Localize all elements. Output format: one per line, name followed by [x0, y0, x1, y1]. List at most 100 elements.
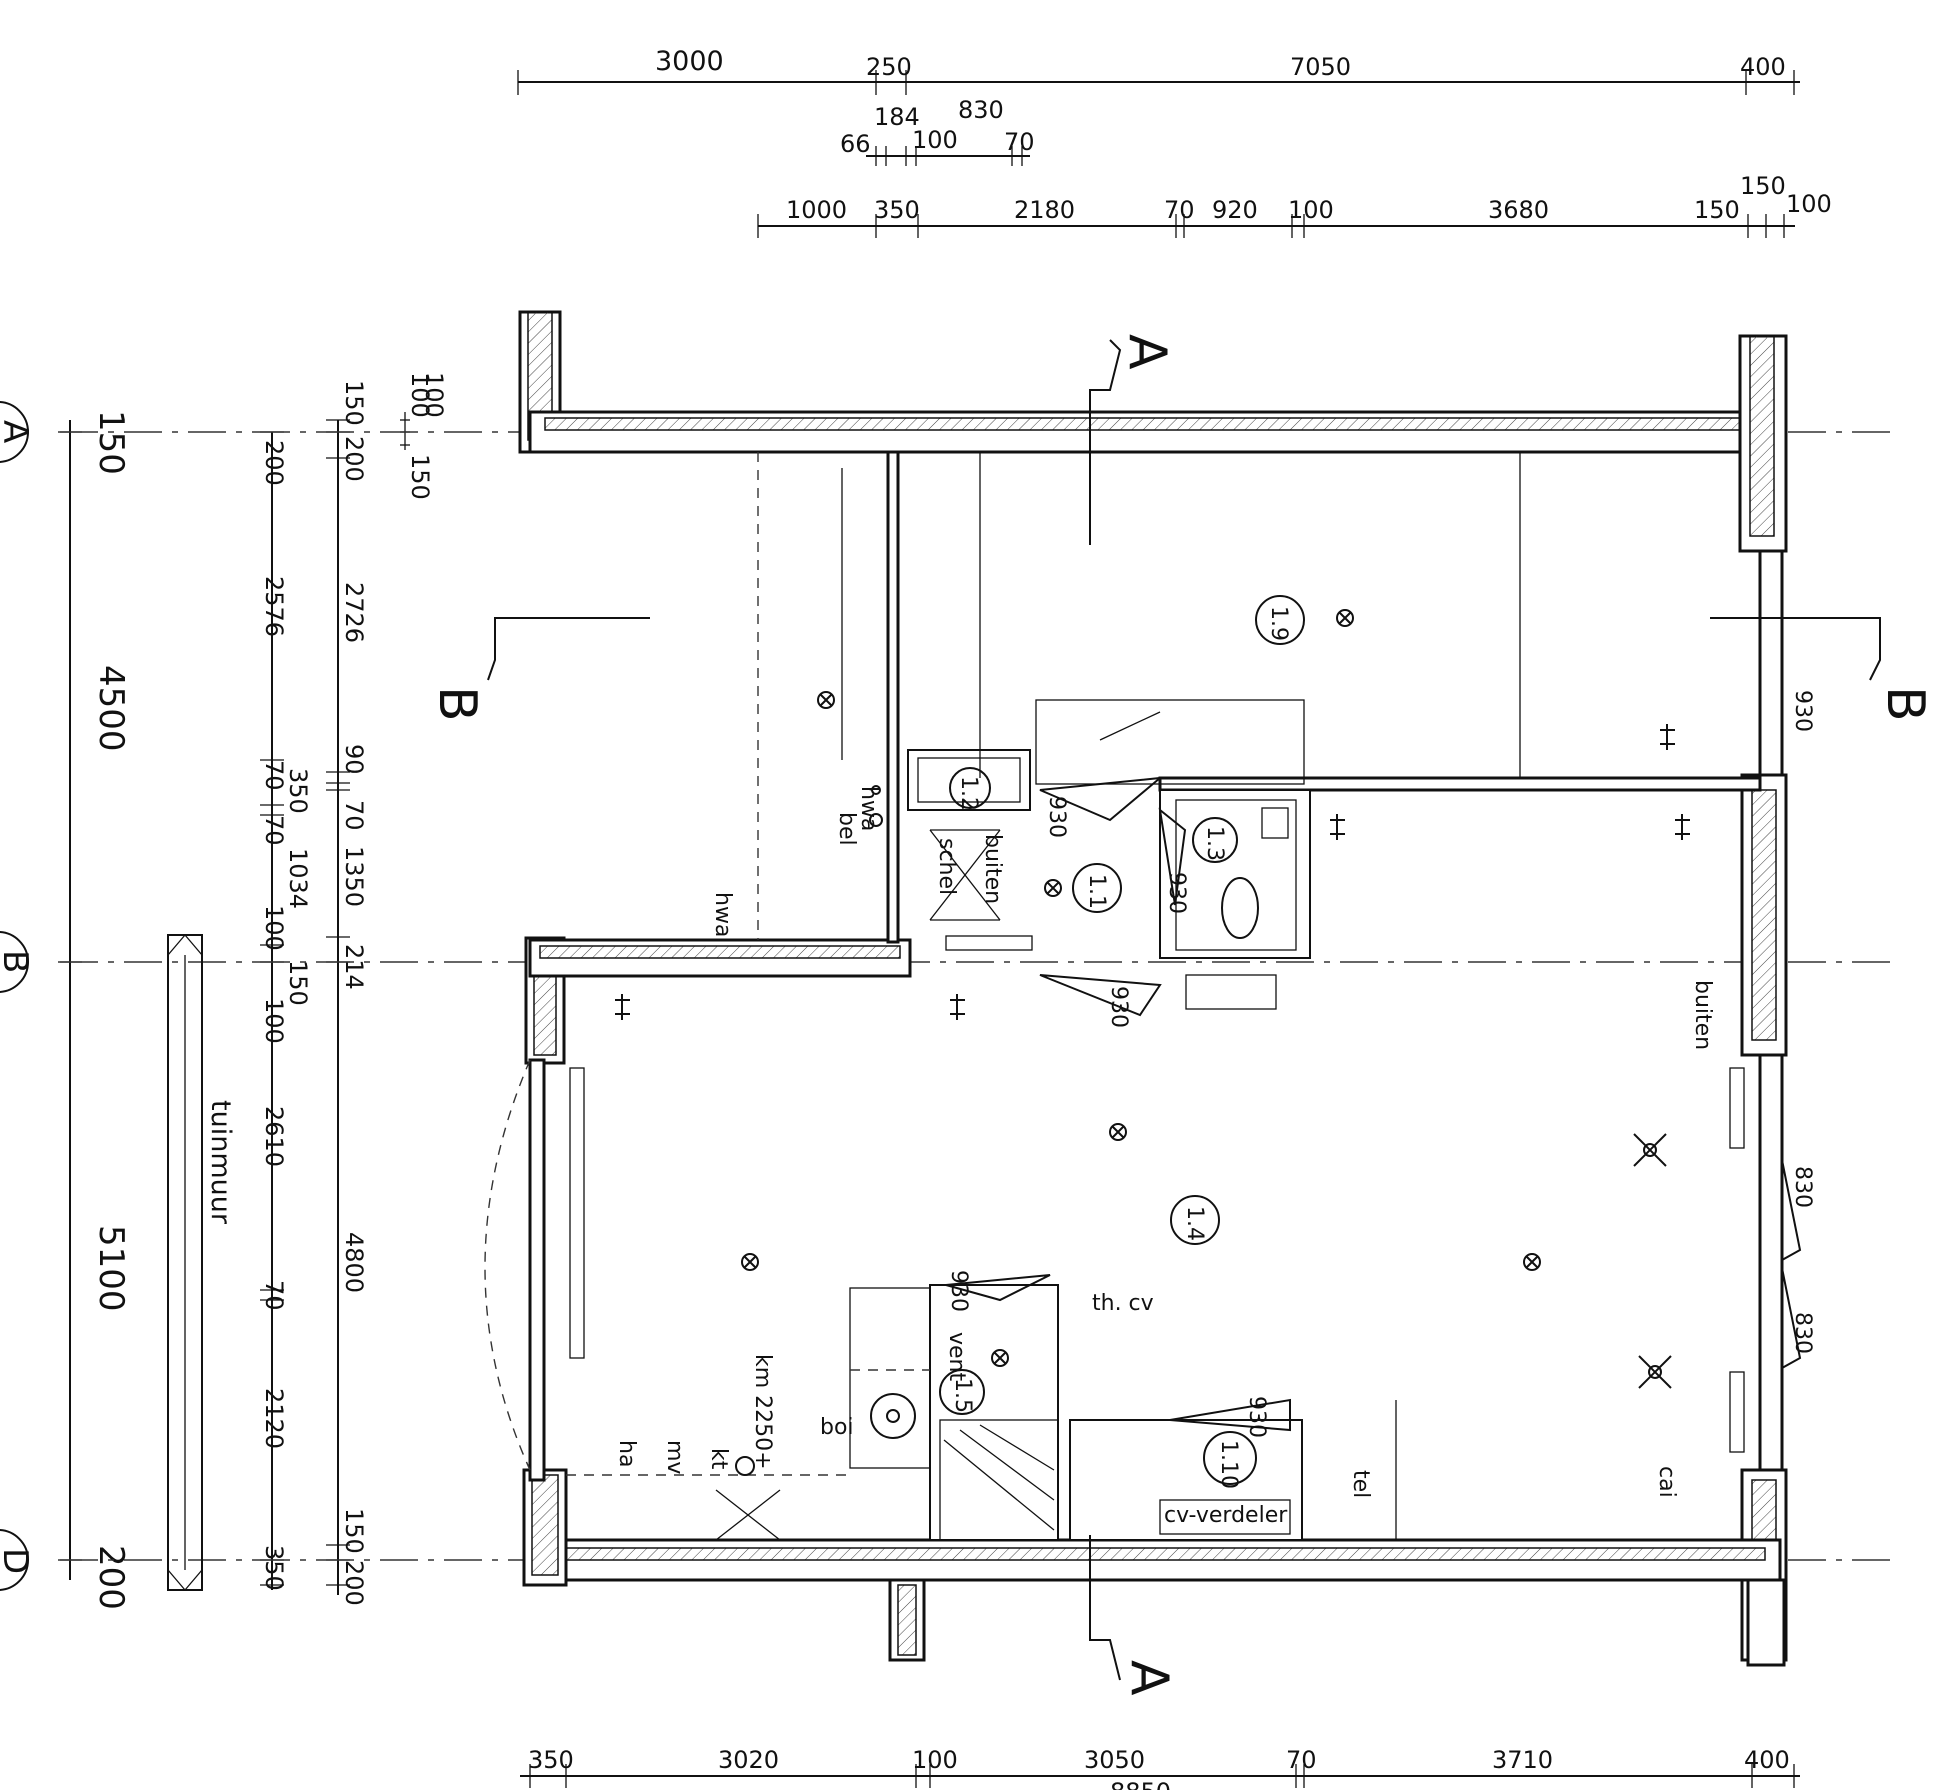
- dim-c2-350: 350: [284, 768, 312, 814]
- axis-a-label: A: [0, 420, 35, 443]
- dim-66: 66: [840, 130, 871, 158]
- section-b-left: B: [427, 686, 487, 722]
- dim-184: 184: [874, 103, 920, 131]
- dim-bot-3710: 3710: [1492, 1746, 1553, 1774]
- dim-350: 350: [874, 196, 920, 224]
- door-930-right: 930: [1790, 690, 1815, 732]
- door-930-b: 930: [1106, 986, 1131, 1028]
- dim-top-7050: 7050: [1290, 53, 1351, 81]
- bel-label: bel: [834, 812, 859, 846]
- cai-label: cai: [1654, 1466, 1679, 1498]
- dim-bot-70: 70: [1286, 1746, 1317, 1774]
- axis-b-label: B: [0, 950, 35, 973]
- dim-c4-100b: 100: [406, 372, 434, 418]
- dim-c4-100a: 100: [420, 372, 448, 418]
- room-1-9-label: 1.9: [1266, 606, 1291, 641]
- room-1-5-label: 1.5: [950, 1378, 975, 1413]
- dim-c3-200: 200: [340, 436, 368, 482]
- dim-70b: 70: [1164, 196, 1195, 224]
- dim-3680: 3680: [1488, 196, 1549, 224]
- dim-left-150: 150: [91, 410, 131, 475]
- cv-verdeler-label: cv-verdeler: [1164, 1503, 1288, 1528]
- dim-bot-total: 8850: [1110, 1778, 1171, 1790]
- dim-c2-70a: 70: [260, 760, 288, 791]
- schel-label: schel: [934, 838, 959, 895]
- walls: [518, 310, 1788, 1667]
- dim-c3-200b: 200: [340, 1560, 368, 1606]
- dim-150a: 150: [1694, 196, 1740, 224]
- room-1-4: 1.4 buiten 830 830: [1170, 980, 1815, 1453]
- mv-label: mv: [662, 1440, 687, 1474]
- hwa-label-2: hwa: [710, 892, 735, 937]
- buiten-label-right: buiten: [1690, 980, 1715, 1050]
- ceiling-lights: [741, 609, 1672, 1389]
- dim-150b: 150: [1740, 172, 1786, 200]
- room-1-9: 1.9 930: [841, 452, 1815, 785]
- door-930-wc: 930: [1164, 872, 1189, 914]
- door-arc-left: [484, 1059, 531, 1471]
- door-830-b: 830: [1790, 1312, 1815, 1354]
- vent-label: vent: [944, 1332, 969, 1381]
- dim-left-4500: 4500: [91, 665, 131, 752]
- km-label: km 2250+: [750, 1354, 775, 1470]
- dim-100: 100: [912, 126, 958, 154]
- dim-c3-150b: 150: [340, 1508, 368, 1554]
- dim-left-5100: 5100: [91, 1225, 131, 1312]
- dim-c2-70c: 70: [260, 1280, 288, 1311]
- dim-c2-1034: 1034: [284, 848, 312, 909]
- dim-c2-200: 200: [260, 440, 288, 486]
- boi-label: boi: [820, 1415, 854, 1440]
- dim-c2-350b: 350: [260, 1545, 288, 1591]
- room-1-3-label: 1.3: [1202, 826, 1227, 861]
- left-dimension-chains: 150 4500 5100 200 200 2576 70 350 70 103…: [58, 372, 448, 1610]
- section-a-top: A: [1117, 334, 1177, 370]
- axis-d-label: D: [0, 1548, 35, 1574]
- tel-label: tel: [1348, 1470, 1373, 1498]
- garden-wall: tuinmuur: [167, 934, 236, 1591]
- dim-top-400: 400: [1740, 53, 1786, 81]
- bottom-dimension-chain: 350 3020 100 3050 70 3710 400 8850: [520, 1746, 1800, 1790]
- room-1-10: 1.10 930 cv-verdeler tel cai: [1069, 1396, 1679, 1541]
- dim-c2-2610: 2610: [260, 1106, 288, 1167]
- door-930-1-10: 930: [1244, 1396, 1269, 1438]
- door-living: [1039, 974, 1162, 1017]
- dim-c2-70b: 70: [260, 815, 288, 846]
- dim-c3-70: 70: [340, 800, 368, 831]
- dim-bot-100: 100: [912, 1746, 958, 1774]
- dim-c2-150: 150: [284, 960, 312, 1006]
- room-1-4-label: 1.4: [1182, 1206, 1207, 1241]
- dim-c2-2120: 2120: [260, 1388, 288, 1449]
- room-1-2-label: 1.2: [956, 776, 981, 811]
- buiten-label-hall: buiten: [980, 834, 1005, 904]
- room-1-1-label: 1.1: [1084, 874, 1109, 909]
- dim-c4-150: 150: [406, 454, 434, 500]
- dim-bot-3020: 3020: [718, 1746, 779, 1774]
- dim-1000: 1000: [786, 196, 847, 224]
- tuinmuur-label: tuinmuur: [205, 1100, 236, 1225]
- room-1-3: 1.3 930: [1158, 789, 1311, 1010]
- dim-c3-90: 90: [340, 744, 368, 775]
- dim-c3-2726: 2726: [340, 582, 368, 643]
- kt-label: kt: [706, 1448, 731, 1470]
- dim-c2-2576: 2576: [260, 576, 288, 637]
- dim-920: 920: [1212, 196, 1258, 224]
- section-markers: A A B B: [427, 334, 1935, 1696]
- dim-2180: 2180: [1014, 196, 1075, 224]
- dim-top-3000: 3000: [655, 46, 724, 77]
- dim-70: 70: [1004, 128, 1035, 156]
- dim-100b: 100: [1288, 196, 1334, 224]
- dim-c3-150: 150: [340, 380, 368, 426]
- kitchen-area: boi km 2250+ ha mv kt hwa: [566, 892, 931, 1541]
- room-1-2: 1.2: [907, 749, 1031, 811]
- dim-c3-1350: 1350: [340, 846, 368, 907]
- dim-100c: 100: [1786, 190, 1832, 218]
- dim-bot-400: 400: [1744, 1746, 1790, 1774]
- dim-c2-100a: 100: [260, 905, 288, 951]
- dim-left-200: 200: [91, 1545, 131, 1610]
- dim-830: 830: [958, 96, 1004, 124]
- room-1-10-label: 1.10: [1216, 1440, 1241, 1489]
- room-1-1: 1.1 schel buiten hwa bel: [834, 785, 1122, 951]
- dim-top-250: 250: [866, 53, 912, 81]
- door-930-kitchen: 930: [946, 1270, 971, 1312]
